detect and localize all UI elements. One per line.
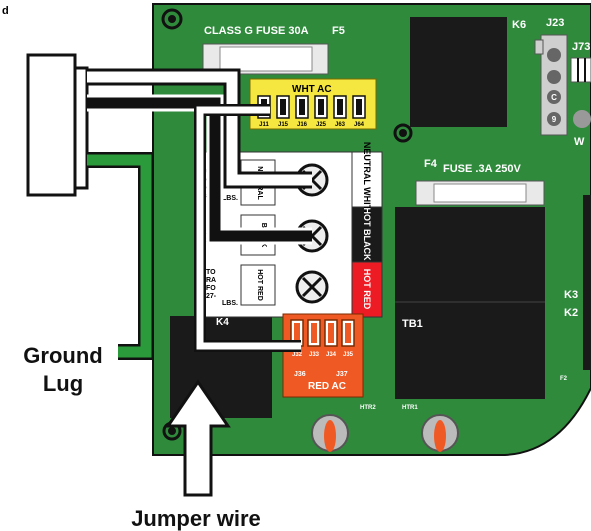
red-ac-pin: J34 [324, 319, 338, 358]
wht-ac-label: WHT AC [292, 84, 332, 95]
lbs-label: LBS. [222, 195, 238, 202]
wht-ac-pin: J15 [276, 95, 290, 128]
ground-lug-plate [26, 53, 89, 197]
wht-ac-pin: J16 [295, 95, 309, 128]
k2-label: K2 [564, 307, 578, 319]
relay-k3 [395, 207, 545, 302]
small-fuse-f4 [415, 180, 545, 206]
htr1-label: HTR1 [402, 405, 418, 411]
tb-text: FO [206, 285, 216, 292]
white-neutral-wire [87, 71, 312, 186]
wht-ac-pin-label: J11 [259, 122, 269, 128]
htr1-terminal [421, 414, 459, 452]
red-ac-pin: J33 [307, 319, 321, 358]
k3-label: K3 [564, 289, 578, 301]
wht-ac-pin: J63 [333, 95, 347, 128]
mounting-hole [393, 123, 413, 143]
mounting-hole [161, 8, 183, 30]
htr2-terminal [311, 414, 349, 452]
wht-ac-pin-label: J64 [354, 122, 365, 128]
tag-red: HOT RED [256, 269, 263, 301]
red-ac-pin-label: J35 [343, 352, 354, 358]
tb1-label: TB1 [402, 318, 423, 330]
right-edge-component [583, 195, 591, 370]
red-ac-pin: J32 [290, 319, 304, 358]
red-ac-pin: J35 [341, 319, 355, 358]
wht-ac-pin: J64 [352, 95, 366, 128]
main-fuse [202, 43, 329, 75]
tb-text: 27- [206, 293, 217, 300]
relay-k6 [410, 17, 507, 127]
screw [295, 270, 329, 304]
k4-label: K4 [216, 317, 229, 328]
terminal-hot-red: HOT RED [362, 269, 372, 310]
tb-text: TO [206, 269, 216, 276]
jumper-wire [196, 106, 301, 350]
partial-component [573, 110, 591, 128]
relay-k6-label: K6 [512, 19, 526, 31]
partial-w-label: W [574, 136, 585, 148]
red-pin-label: J37 [336, 371, 348, 378]
wht-ac-pin-label: J16 [297, 122, 308, 128]
f2-label: F2 [560, 376, 568, 382]
wht-ac-pin: J25 [314, 95, 328, 128]
htr2-label: HTR2 [360, 405, 376, 411]
red-ac-pin-label: J33 [309, 352, 320, 358]
f4-ref: F4 [424, 158, 438, 170]
f4-label: FUSE .3A 250V [443, 163, 522, 175]
relay-k2 [395, 302, 545, 399]
red-pin-label: J36 [294, 371, 306, 378]
pin-c: C [551, 93, 557, 102]
terminal-neutral-white: NEUTRAL WHITE [362, 142, 372, 216]
wht-ac-pin-label: J15 [278, 122, 289, 128]
terminal-hot-black: HOT BLACK [362, 208, 372, 261]
wht-ac-pin-label: J63 [335, 122, 346, 128]
green-ground-wire [87, 154, 152, 358]
wht-ac-pin-label: J25 [316, 122, 327, 128]
green-wire-outline [87, 152, 154, 360]
ground-callout-line2: Lug [43, 371, 83, 396]
red-ac-pin-label: J34 [326, 352, 337, 358]
lbs-label: LBS. [222, 300, 238, 307]
jumper-callout: Jumper wire [131, 506, 261, 531]
wht-ac-connector: WHT AC J11 J15 J16 J25 J63 J64 [249, 78, 377, 130]
jumper-arrow [165, 379, 231, 497]
red-ac-connector: J32 J33 J34 J35 J36 J37 RED AC [282, 313, 364, 398]
j73-header [570, 57, 591, 83]
red-ac-label: RED AC [308, 381, 346, 392]
main-fuse-ref: F5 [332, 25, 345, 37]
j73-label: J73 [572, 41, 590, 53]
red-ac-pin-label: J32 [292, 352, 303, 358]
j23-label: J23 [546, 17, 564, 29]
black-hot-wire [87, 97, 312, 242]
j23-connector: C 9 [534, 34, 568, 136]
main-fuse-label: CLASS G FUSE 30A [204, 25, 309, 37]
corner-label: d [2, 5, 9, 17]
pin-9: 9 [552, 115, 557, 124]
ground-callout-line1: Ground [23, 343, 102, 368]
tb-text: RA [206, 277, 216, 284]
